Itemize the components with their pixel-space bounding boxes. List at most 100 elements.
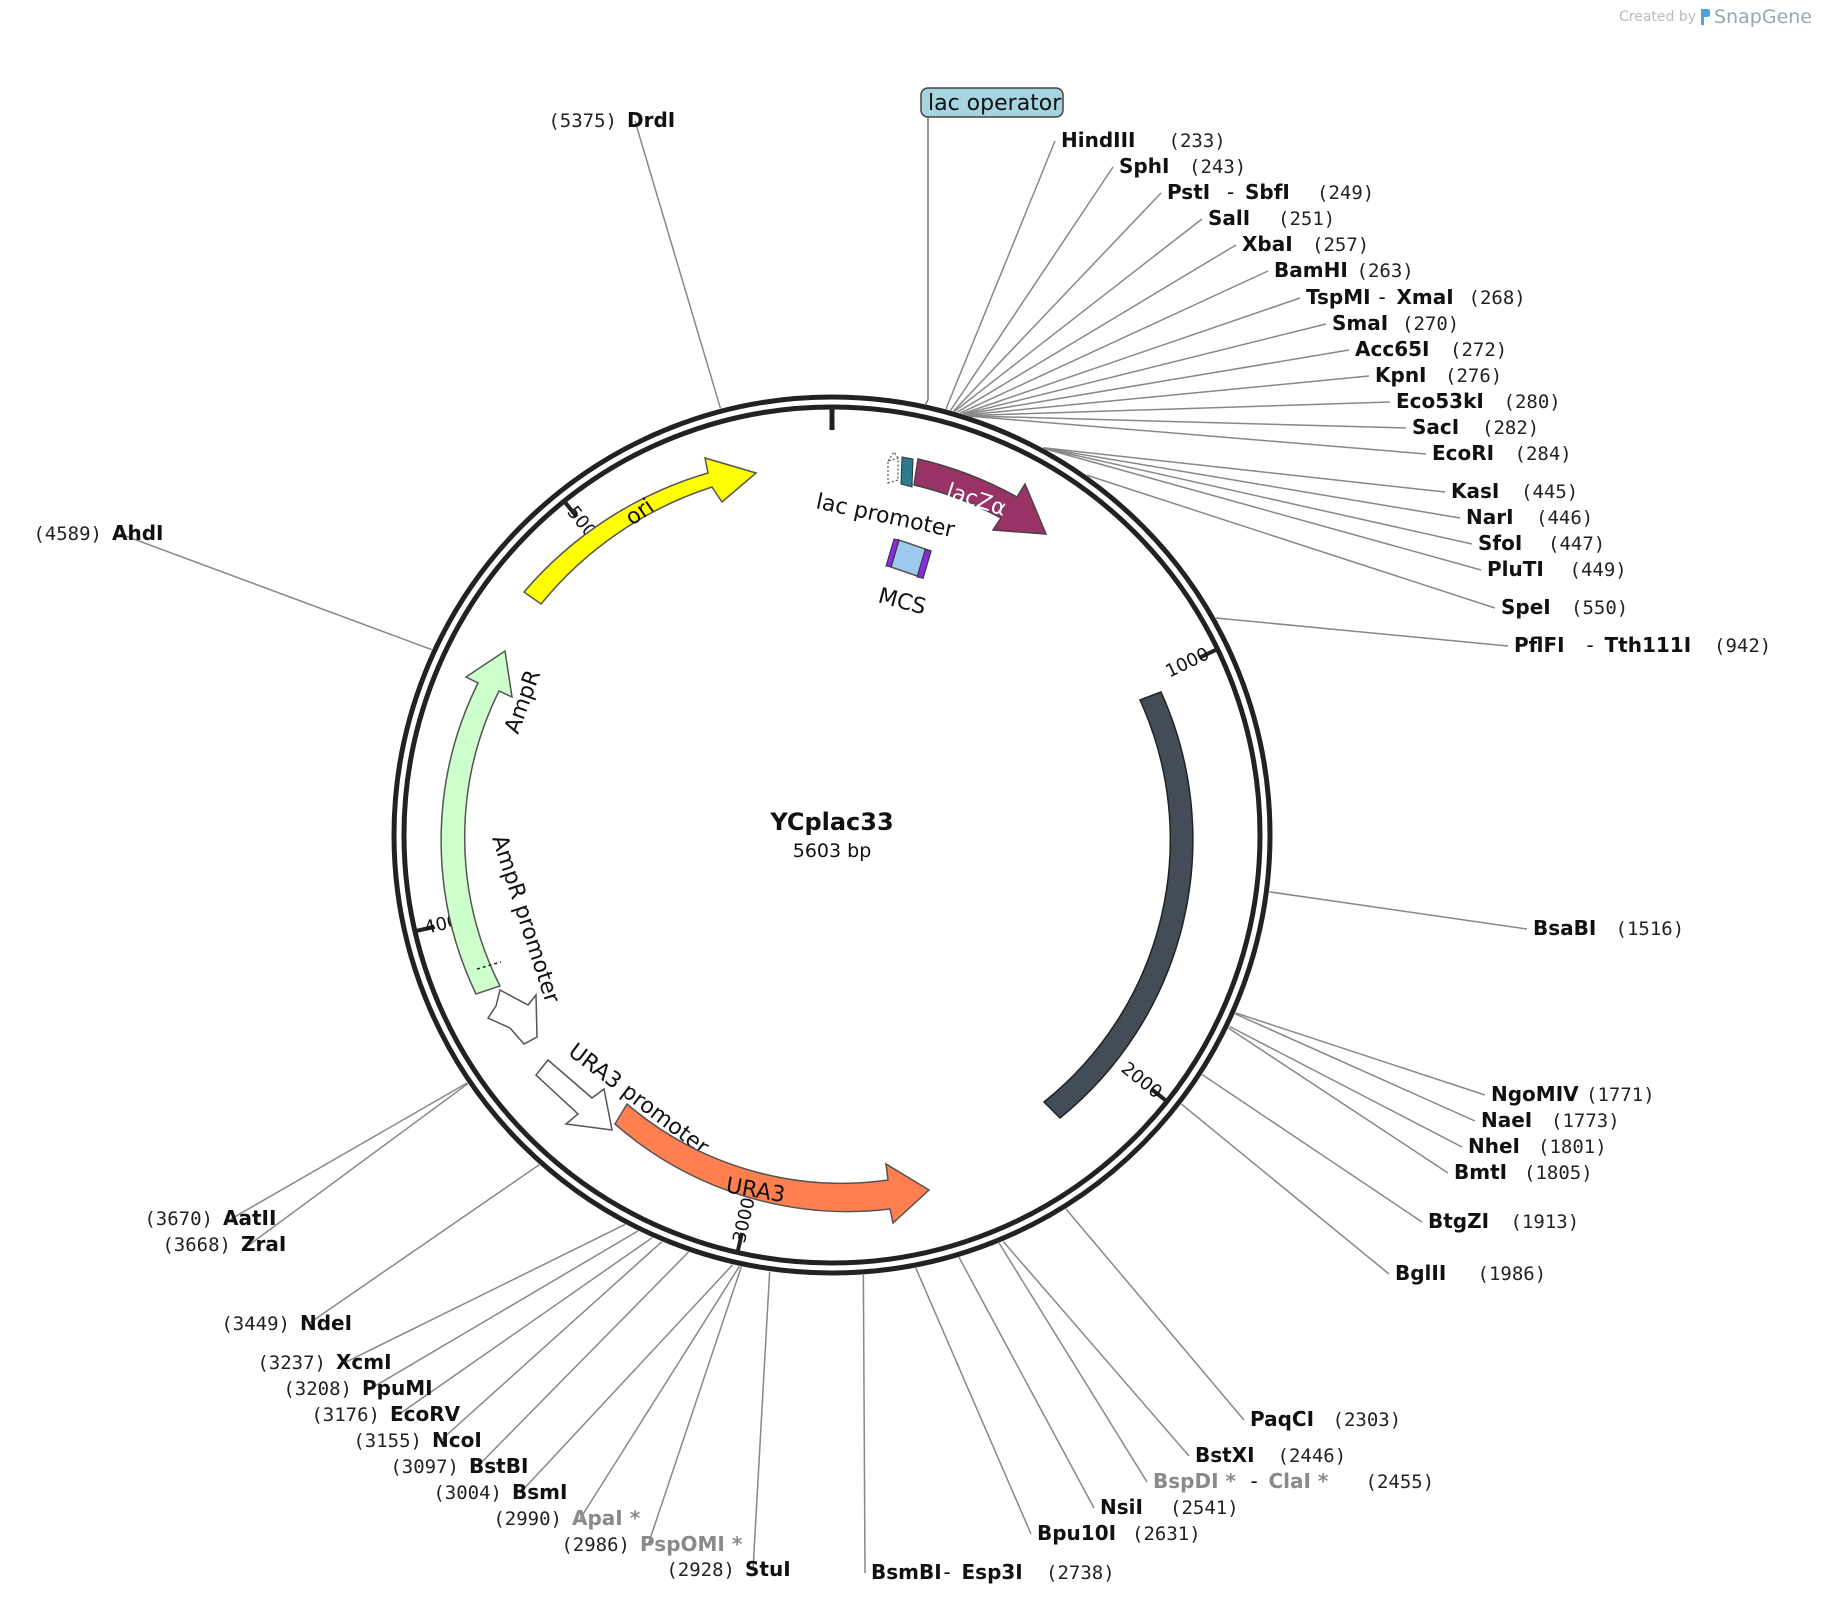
- cen-ars-feature: [1042, 691, 1194, 1120]
- site-name: NheI: [1468, 1134, 1520, 1158]
- site-name: DrdI: [627, 108, 675, 132]
- site-leader-line: [119, 533, 433, 651]
- site-position: (447): [1548, 533, 1605, 555]
- site-position: (280): [1504, 391, 1561, 413]
- site-name: KpnI: [1375, 363, 1427, 387]
- site-leader-line: [953, 192, 1162, 412]
- site-leader-line: [1215, 617, 1509, 647]
- site-leader-line: [1044, 448, 1482, 571]
- site-name: BglII: [1395, 1261, 1446, 1285]
- site-name: NsiI: [1100, 1495, 1143, 1519]
- site-name: PspOMI *: [640, 1532, 743, 1556]
- site-position: (263): [1357, 260, 1414, 282]
- site-position: (251): [1278, 208, 1335, 230]
- site-position: (270): [1402, 313, 1459, 335]
- site-leader-line: [966, 375, 1370, 416]
- site-name: PluTI: [1487, 557, 1544, 581]
- site-position: (3668): [162, 1234, 231, 1256]
- mcs-feature: [885, 538, 932, 579]
- site-position: (942): [1714, 635, 1771, 657]
- site-position: (1773): [1551, 1110, 1620, 1132]
- site-position: (2990): [493, 1508, 562, 1530]
- site-name: BamHI: [1274, 258, 1348, 282]
- site-position: (3449): [221, 1313, 290, 1335]
- site-leader-line: [950, 166, 1114, 411]
- site-separator: -: [1251, 1469, 1258, 1493]
- site-leader-line: [579, 1265, 741, 1520]
- site-position: (1986): [1478, 1263, 1547, 1285]
- ampr-promoter-boundary: [476, 961, 502, 970]
- site-leader-line: [1180, 1103, 1390, 1275]
- site-leader-line: [862, 1274, 866, 1574]
- site-name: SpeI: [1501, 595, 1551, 619]
- lac-promoter-label: lac promoter: [814, 489, 958, 543]
- site-leader-line: [945, 140, 1056, 410]
- site-leader-line: [956, 244, 1237, 413]
- site-leader-line: [519, 1264, 734, 1494]
- site-leader-line: [1043, 447, 1473, 545]
- site-name: SfoI: [1478, 531, 1522, 555]
- site-name: NdeI: [300, 1311, 352, 1335]
- site-name: HindIII: [1061, 128, 1135, 152]
- site-name-secondary: SbfI: [1245, 180, 1290, 204]
- site-name: SalI: [1208, 206, 1250, 230]
- site-position: (1801): [1538, 1136, 1607, 1158]
- site-name: BmtI: [1454, 1160, 1507, 1184]
- site-position: (2303): [1333, 1409, 1402, 1431]
- site-leader-line: [963, 323, 1327, 415]
- site-name: SacI: [1412, 415, 1459, 439]
- scale-tick: [414, 924, 435, 934]
- site-leader-line: [915, 1267, 1032, 1535]
- site-leader-line: [369, 1230, 639, 1390]
- site-leader-line: [969, 415, 1407, 429]
- site-position: (3155): [353, 1430, 422, 1452]
- site-leader-line: [962, 297, 1301, 415]
- site-name: PstI: [1167, 180, 1210, 204]
- ura3-promoter-feature: [534, 1058, 613, 1131]
- site-position: (3208): [283, 1378, 352, 1400]
- site-leader-line: [1042, 447, 1446, 493]
- site-name: EcoRI: [1432, 441, 1494, 465]
- site-position: (445): [1521, 481, 1578, 503]
- site-position: (2986): [561, 1534, 630, 1556]
- site-leader-line: [343, 1223, 626, 1364]
- site-leader-line: [998, 1242, 1148, 1483]
- site-name: AatII: [223, 1206, 276, 1230]
- site-position: (1913): [1511, 1211, 1580, 1233]
- site-leader-line: [1086, 474, 1496, 609]
- snapgene-logo-icon: [1701, 9, 1711, 25]
- credit-prefix: Created by: [1619, 9, 1697, 25]
- site-position: (2738): [1046, 1562, 1115, 1584]
- site-leader-line: [1234, 1013, 1476, 1122]
- lacza-feature: [913, 458, 1048, 535]
- site-position: (2446): [1278, 1445, 1347, 1467]
- scale-tick: [735, 1232, 744, 1253]
- site-position: (2541): [1170, 1497, 1239, 1519]
- site-name: EcoRV: [390, 1402, 461, 1426]
- site-position: (233): [1169, 130, 1226, 152]
- site-position: (249): [1317, 182, 1374, 204]
- site-position: (5375): [548, 110, 617, 132]
- site-leader-line: [307, 1164, 540, 1325]
- site-name: BsmBI: [871, 1560, 942, 1584]
- site-name: XcmI: [336, 1350, 392, 1374]
- site-name-secondary: Tth111I: [1605, 633, 1692, 657]
- site-name: NgoMIV: [1491, 1082, 1579, 1106]
- lac-operator-callout: lac operator: [920, 87, 1064, 406]
- site-name: KasI: [1451, 479, 1499, 503]
- scale-tick: [1150, 1087, 1169, 1104]
- site-leader-line: [1228, 1025, 1463, 1148]
- site-position: (4589): [33, 523, 102, 545]
- site-name: XbaI: [1242, 232, 1293, 256]
- site-leader-line: [1201, 1073, 1423, 1223]
- snapgene-credit: Created by SnapGene: [1619, 6, 1812, 28]
- site-position: (1516): [1616, 918, 1685, 940]
- scale-tick: [1198, 647, 1219, 660]
- site-leader-line: [1228, 1027, 1449, 1174]
- site-labels: (5375)DrdI(4589)AhdIHindIII(233)SphI(243…: [33, 108, 1771, 1584]
- lac-operator-label: lac operator: [928, 91, 1062, 116]
- site-position: (2928): [666, 1559, 735, 1581]
- plasmid-length: 5603 bp: [793, 840, 872, 862]
- site-name: Acc65I: [1355, 337, 1429, 361]
